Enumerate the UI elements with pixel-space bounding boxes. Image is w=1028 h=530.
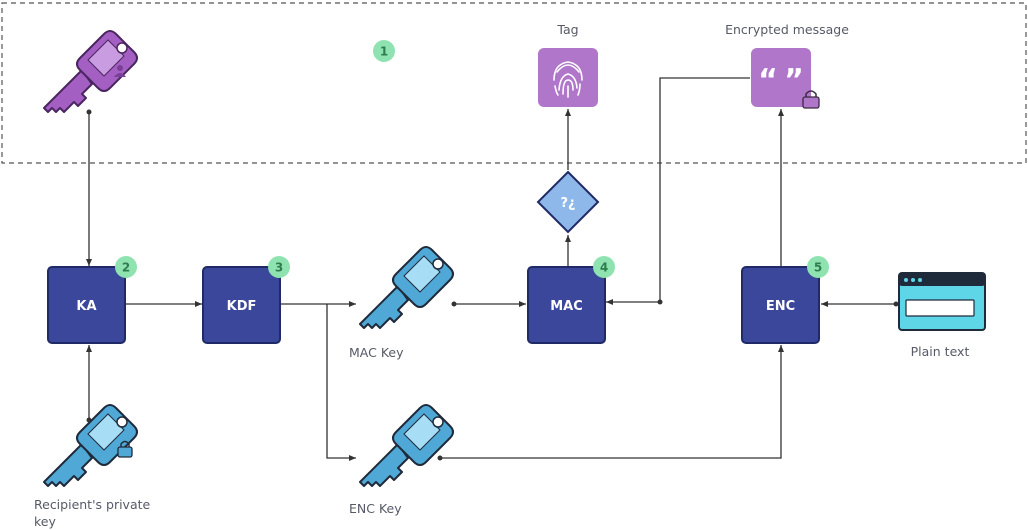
- recipient-key-label-line1: Recipient's private: [34, 497, 151, 512]
- ephemeral-key: [43, 30, 138, 113]
- kdf-label: KDF: [227, 299, 257, 314]
- mac-label: MAC: [550, 299, 583, 314]
- lock-icon: [802, 90, 820, 109]
- verify-diamond: ?¿: [536, 170, 600, 234]
- key-icon: [43, 404, 138, 487]
- tag-label: Tag: [556, 22, 578, 37]
- enc-key: [359, 404, 454, 487]
- dashed-region: [1, 2, 1027, 164]
- enc-box: ENC: [741, 266, 820, 344]
- svg-text:”: ”: [784, 63, 804, 98]
- badge-2: 2: [115, 256, 137, 278]
- plain-text-label: Plain text: [911, 344, 970, 359]
- badge-3: 3: [268, 256, 290, 278]
- svg-text:3: 3: [275, 261, 283, 275]
- enc-label: ENC: [766, 299, 795, 314]
- svg-text:“: “: [758, 63, 778, 98]
- plain-text-node: Plain text: [898, 272, 986, 359]
- tag-box: [538, 48, 598, 107]
- mac-key: [359, 246, 454, 329]
- recipient-key-label-line2: key: [34, 514, 56, 529]
- lock-icon: [117, 440, 133, 458]
- svg-text:5: 5: [814, 261, 822, 275]
- question-glyph: ?¿: [560, 196, 575, 211]
- badge-1: 1: [373, 40, 395, 62]
- badge-4: 4: [593, 256, 615, 278]
- svg-text:2: 2: [122, 261, 130, 275]
- user-icon: [114, 65, 126, 77]
- ka-label: KA: [76, 299, 96, 314]
- ka-box: KA: [47, 266, 126, 344]
- encrypted-message-label: Encrypted message: [725, 22, 849, 37]
- kdf-box: KDF: [202, 266, 281, 344]
- svg-text:4: 4: [600, 261, 608, 275]
- quote-icon: “ ”: [758, 63, 804, 98]
- enc-key-label: ENC Key: [349, 501, 402, 516]
- tag-node: Tag: [538, 22, 598, 107]
- key-icon: [359, 246, 454, 329]
- fingerprint-icon: [553, 61, 583, 98]
- browser-window-icon: [898, 272, 986, 331]
- key-icon: [359, 404, 454, 487]
- mac-box: MAC: [527, 266, 606, 344]
- connectors: [86, 77, 896, 461]
- badge-5: 5: [807, 256, 829, 278]
- mac-key-label: MAC Key: [349, 345, 404, 360]
- encrypted-message-box: [751, 48, 811, 107]
- key-icon: [43, 30, 138, 113]
- svg-text:1: 1: [380, 45, 388, 59]
- encrypted-message-node: Encrypted message “ ”: [725, 22, 849, 109]
- junction-dots: [86, 109, 899, 461]
- recipient-private-key: [43, 404, 138, 487]
